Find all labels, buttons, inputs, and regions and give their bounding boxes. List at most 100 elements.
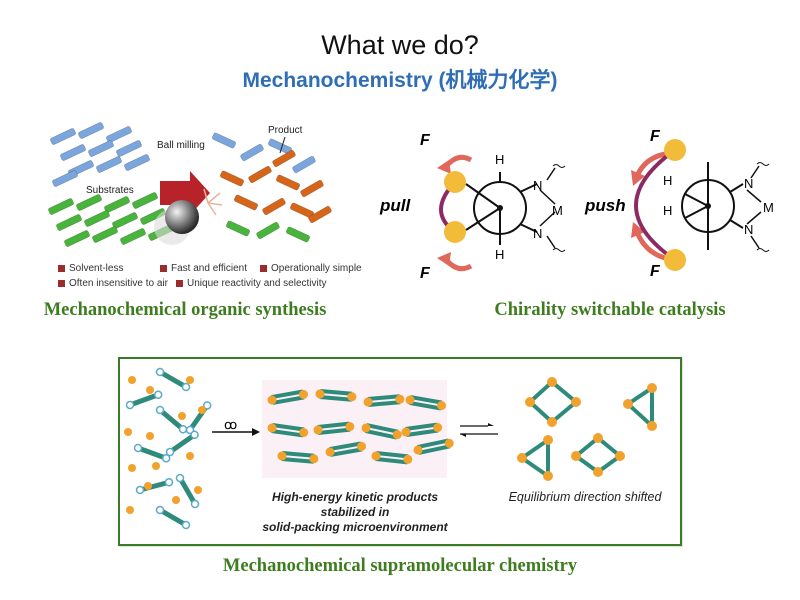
packed-kinetic-products bbox=[267, 389, 454, 465]
metal-ion bbox=[144, 482, 152, 490]
milling-ball bbox=[165, 200, 199, 234]
product-rod bbox=[234, 194, 258, 211]
metal-ion bbox=[178, 412, 186, 420]
force-arrow-top-right bbox=[634, 151, 666, 178]
product-rods bbox=[212, 132, 332, 243]
metal-ion bbox=[124, 428, 132, 436]
supramolecular-caption: Mechanochemical supramolecular chemistry bbox=[222, 556, 578, 576]
linker-molecule bbox=[155, 405, 188, 434]
feature-item: Operationally simple bbox=[260, 263, 362, 274]
linker-molecule bbox=[165, 430, 199, 457]
handle-ball-top-right bbox=[664, 139, 686, 161]
metal-ion bbox=[128, 464, 136, 472]
caption-line: stabilized in bbox=[320, 505, 390, 519]
packed-dimer bbox=[371, 451, 413, 465]
substrate-rod bbox=[50, 128, 76, 145]
product-rod bbox=[240, 143, 264, 162]
force-label: F bbox=[420, 132, 430, 149]
triangle-cage bbox=[623, 383, 657, 431]
caption-line: solid-packing microenvironment bbox=[262, 520, 448, 534]
metal-ion bbox=[146, 386, 154, 394]
handle-ball-bottom-right bbox=[664, 249, 686, 271]
product-rod bbox=[300, 179, 324, 198]
chirality-caption: Chirality switchable catalysis bbox=[494, 300, 726, 320]
handle-ball-top bbox=[444, 171, 466, 193]
product-rod bbox=[276, 174, 300, 191]
metal-ion bbox=[186, 452, 194, 460]
packed-dimer bbox=[315, 389, 357, 402]
metal-ion bbox=[126, 506, 134, 514]
pull-label: pull bbox=[380, 196, 411, 215]
bullet-square-icon bbox=[176, 279, 183, 287]
product-label: Product bbox=[268, 125, 303, 136]
packed-dimer bbox=[405, 395, 447, 411]
feature-item: Solvent-less bbox=[58, 263, 123, 274]
substrates-label: Substrates bbox=[86, 185, 134, 196]
substrate-rod bbox=[106, 126, 132, 143]
product-rod bbox=[226, 220, 250, 237]
product-rod bbox=[286, 226, 310, 243]
chirality-illustration bbox=[437, 139, 770, 272]
nitrogen-label: N bbox=[744, 176, 754, 191]
force-label: F bbox=[420, 265, 430, 282]
product-rod bbox=[292, 155, 316, 174]
packed-dimer bbox=[267, 389, 309, 405]
substrate-rod bbox=[88, 140, 114, 157]
linker-molecule bbox=[133, 443, 171, 463]
substrate-rod bbox=[120, 228, 146, 245]
free-metal-ions bbox=[124, 376, 206, 514]
linker-molecule bbox=[155, 367, 191, 392]
nitrogen-label: N bbox=[533, 178, 543, 193]
packed-dimer bbox=[277, 451, 319, 464]
linker-molecule bbox=[135, 477, 174, 495]
product-rod bbox=[248, 165, 272, 184]
substrate-rod bbox=[52, 170, 78, 187]
substrate-rod bbox=[112, 212, 138, 229]
metal-ion bbox=[198, 406, 206, 414]
linker-molecule bbox=[125, 390, 163, 410]
triangle-cage bbox=[517, 435, 553, 481]
product-rod bbox=[256, 221, 280, 240]
hydrogen-label: H bbox=[495, 152, 505, 167]
product-pointer bbox=[279, 136, 286, 154]
push-label: push bbox=[585, 196, 626, 215]
packed-dimer bbox=[313, 421, 355, 435]
linker-molecule bbox=[185, 401, 212, 435]
product-rod bbox=[272, 149, 296, 168]
force-label: F bbox=[650, 128, 660, 145]
substrate-rod bbox=[60, 144, 86, 161]
substrate-rod bbox=[56, 214, 82, 231]
feature-item: Unique reactivity and selectivity bbox=[176, 278, 327, 289]
thermodynamic-cages bbox=[517, 377, 657, 481]
caption-line: High-energy kinetic products bbox=[271, 490, 439, 504]
substrate-rod bbox=[84, 210, 110, 227]
product-rod bbox=[220, 170, 244, 187]
metal-ion bbox=[186, 376, 194, 384]
bullet-square-icon bbox=[58, 264, 65, 272]
supramolecular-illustration bbox=[124, 367, 657, 530]
metal-label: M bbox=[763, 200, 774, 215]
feature-item: Fast and efficient bbox=[160, 263, 247, 274]
metal-ion bbox=[146, 432, 154, 440]
metal-ion bbox=[128, 376, 136, 384]
substrate-rod bbox=[76, 194, 102, 211]
substrate-rod bbox=[48, 198, 74, 215]
free-linkers bbox=[125, 367, 212, 530]
substrate-rod bbox=[78, 122, 104, 139]
substrate-rods-green bbox=[48, 192, 174, 247]
equilibrium-caption: Equilibrium direction shifted bbox=[508, 490, 662, 504]
hydrogen-label: H bbox=[495, 247, 505, 262]
bullet-square-icon bbox=[260, 264, 267, 272]
substrate-rod bbox=[132, 192, 158, 209]
metal-label: M bbox=[552, 203, 563, 218]
impact-burst-icon bbox=[203, 188, 223, 216]
force-label: F bbox=[650, 263, 660, 280]
substrate-rod bbox=[96, 156, 122, 173]
feature-item: Often insensitive to air bbox=[58, 278, 168, 289]
nitrogen-label: N bbox=[533, 226, 543, 241]
kinetic-products-caption: High-energy kinetic products stabilized … bbox=[250, 490, 460, 535]
ball-milling-illustration bbox=[48, 122, 332, 247]
packed-dimer bbox=[325, 441, 367, 457]
ball-milling-label: Ball milling bbox=[157, 140, 205, 151]
packed-dimer bbox=[413, 438, 454, 455]
